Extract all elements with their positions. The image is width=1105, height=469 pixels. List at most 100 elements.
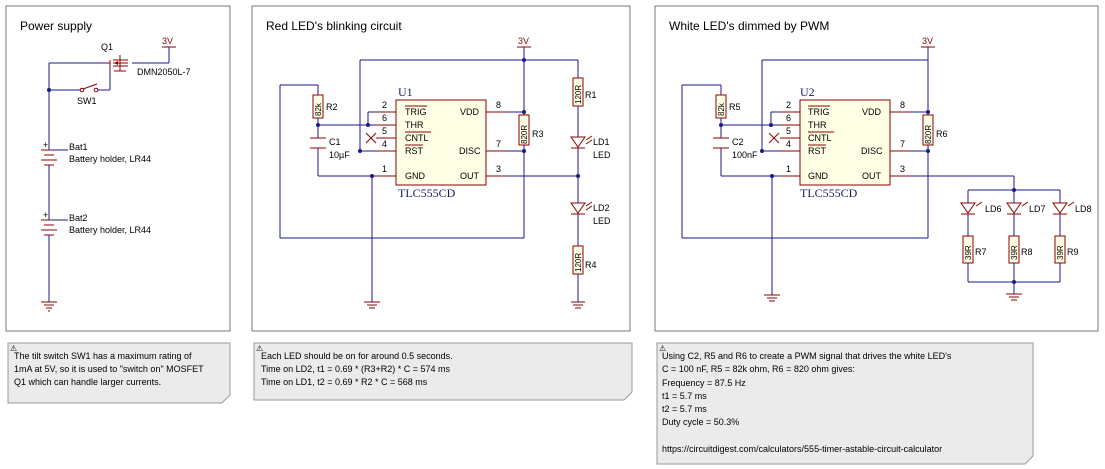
u1-pin5: 5 (382, 126, 387, 136)
r5-label: R5 (729, 102, 741, 112)
r1-label: R1 (585, 90, 597, 100)
r8-value: 39R (1010, 245, 1019, 260)
capacitor-c1 (310, 137, 326, 149)
power-supply-circuit: 3V Q1 DMN2050L-7 SW1 (41, 36, 191, 312)
u2-rst-pin: RST (808, 146, 827, 156)
r3-value: 820R (520, 125, 529, 144)
bat1-label: Bat1 (69, 142, 88, 152)
bat1-desc: Battery holder, LR44 (69, 154, 151, 164)
svg-text:+: + (43, 210, 48, 220)
r7-value: 39R (964, 245, 973, 260)
u2-disc-pin: DISC (861, 146, 883, 156)
ld2-label: LD2 (593, 203, 610, 213)
resistor-r3 (518, 114, 530, 146)
white-note-line: Using C2, R5 and R6 to create a PWM sign… (662, 351, 952, 361)
r6-value: 820R (924, 125, 933, 144)
battery-bat2: + (41, 210, 68, 302)
u1-label: U1 (398, 85, 413, 99)
svg-text:⚠: ⚠ (10, 344, 17, 353)
white-led-title: White LED's dimmed by PWM (669, 19, 829, 33)
u2-pin3: 3 (900, 164, 905, 174)
c2-value: 100nF (732, 150, 758, 160)
u1-pin7: 7 (496, 139, 501, 149)
u1-disc-pin: DISC (459, 146, 481, 156)
ic-u1-body (395, 99, 487, 186)
svg-text:⚠: ⚠ (256, 344, 263, 353)
resistor-r6 (922, 114, 934, 146)
sw1-label: SW1 (77, 96, 97, 106)
r2-label: R2 (326, 102, 338, 112)
u1-cntl-pin: CNTL (405, 133, 429, 143)
r7-label: R7 (975, 247, 987, 257)
u2-out-pin: OUT (862, 171, 882, 181)
r8-label: R8 (1021, 247, 1033, 257)
u1-pin6: 6 (382, 113, 387, 123)
resistor-r2 (312, 94, 324, 119)
u2-pin5: 5 (786, 126, 791, 136)
ld8-label: LD8 (1075, 204, 1092, 214)
u1-part: TLC555CD (398, 186, 456, 200)
u2-cntl-pin: CNTL (808, 133, 832, 143)
capacitor-c2 (713, 137, 729, 149)
svg-text:⚠: ⚠ (659, 344, 666, 353)
ld2-desc: LED (593, 216, 611, 226)
battery-bat1: + (41, 140, 68, 213)
u1-vdd-pin: VDD (460, 107, 480, 117)
led-ld2 (570, 201, 593, 215)
bat2-desc: Battery holder, LR44 (69, 225, 151, 235)
red-led-frame (251, 5, 631, 332)
white-note-line: C = 100 nF, R5 = 82k ohm, R6 = 820 ohm g… (662, 364, 855, 374)
ld6-label: LD6 (985, 204, 1002, 214)
red-3v-label: 3V (518, 36, 529, 46)
r3-label: R3 (532, 129, 544, 139)
led-ld8-branch (1052, 190, 1075, 282)
c2-label: C2 (732, 137, 744, 147)
white-note-line: Duty cycle = 50.3% (662, 417, 739, 427)
power-note-line: 1mA at 5V, so it is used to "switch on" … (14, 364, 204, 374)
u1-rst-pin: RST (405, 146, 424, 156)
red-note-line: Each LED should be on for around 0.5 sec… (261, 351, 453, 361)
ld7-label: LD7 (1029, 204, 1046, 214)
red-note: ⚠ Each LED should be on for around 0.5 s… (253, 342, 633, 401)
led-ld1 (570, 135, 593, 149)
led-ld6-branch (960, 190, 983, 282)
white-3v-label: 3V (922, 36, 933, 46)
u2-pin6: 6 (786, 113, 791, 123)
white-note-url: https://circuitdigest.com/calculators/55… (662, 444, 942, 454)
u2-pin2: 2 (786, 100, 791, 110)
q1-label: Q1 (101, 42, 113, 52)
u2-pin8: 8 (900, 100, 905, 110)
power-note-line: Q1 which can handle larger currents. (14, 377, 161, 387)
u2-thr-pin: THR (808, 120, 827, 130)
white-led-frame (654, 5, 1099, 332)
r9-label: R9 (1067, 247, 1079, 257)
ic-u2-body (799, 99, 891, 186)
u1-pin8: 8 (496, 100, 501, 110)
r5-value: 82k (717, 102, 726, 116)
white-note: ⚠ Using C2, R5 and R6 to create a PWM si… (656, 342, 1034, 465)
red-note-line: Time on LD2, t1 = 0.69 * (R3+R2) * C = 5… (261, 364, 451, 374)
c1-value: 10µF (329, 150, 350, 160)
red-led-title: Red LED's blinking circuit (266, 19, 402, 33)
u2-part: TLC555CD (800, 186, 858, 200)
u1-pin3: 3 (496, 164, 501, 174)
red-note-line: Time on LD1, t2 = 0.69 * R2 * C = 568 ms (261, 377, 428, 387)
power-3v-label: 3V (162, 36, 173, 46)
r9-value: 39R (1056, 245, 1065, 260)
u1-trig-pin: TRIG (405, 107, 427, 117)
u1-pin1: 1 (382, 164, 387, 174)
power-supply-title: Power supply (20, 19, 92, 33)
ld1-label: LD1 (593, 137, 610, 147)
power-supply-frame (5, 5, 231, 332)
u2-pin1: 1 (786, 164, 791, 174)
u2-pin4: 4 (786, 139, 791, 149)
led-ld7-branch (1006, 190, 1029, 294)
r4-value: 120R (574, 253, 583, 272)
r1-value: 120R (574, 85, 583, 104)
q1-part: DMN2050L-7 (137, 67, 191, 77)
u2-vdd-pin: VDD (862, 107, 882, 117)
power-note: ⚠ The tilt switch SW1 has a maximum rati… (7, 342, 231, 404)
red-led-circuit: 3V U1 TLC555CD TRIG THR CNTL RST GND VDD… (279, 36, 611, 309)
ground-symbol (41, 301, 57, 312)
u2-label: U2 (800, 85, 815, 99)
